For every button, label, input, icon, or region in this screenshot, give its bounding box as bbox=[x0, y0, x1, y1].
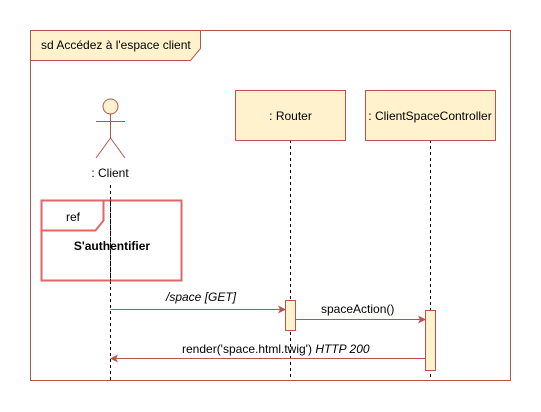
message-render-call: render('space.html.twig') bbox=[182, 342, 312, 356]
message-space-get-label: /space [GET] bbox=[166, 290, 237, 304]
controller-label: : ClientSpaceController bbox=[368, 109, 492, 123]
frame-border bbox=[30, 30, 511, 381]
message-render-status: HTTP 200 bbox=[315, 342, 370, 356]
frame-title-tab bbox=[30, 30, 201, 61]
frame-title: sd Accédez à l'espace client bbox=[41, 38, 191, 52]
client-actor-icon bbox=[95, 98, 126, 159]
router-label: : Router bbox=[269, 109, 312, 123]
router-box bbox=[235, 90, 346, 141]
message-space-action-label: spaceAction() bbox=[321, 302, 395, 316]
ref-tag: ref bbox=[66, 210, 81, 224]
message-render-label: render('space.html.twig') HTTP 200 bbox=[182, 342, 370, 356]
client-label: : Client bbox=[91, 166, 129, 180]
ref-tag-box bbox=[40, 199, 105, 232]
controller-box bbox=[365, 90, 496, 141]
router-activation bbox=[285, 300, 296, 331]
ref-fragment-text: S'authentifier bbox=[73, 239, 151, 253]
controller-activation bbox=[425, 310, 436, 371]
ref-fragment-border bbox=[40, 199, 183, 282]
